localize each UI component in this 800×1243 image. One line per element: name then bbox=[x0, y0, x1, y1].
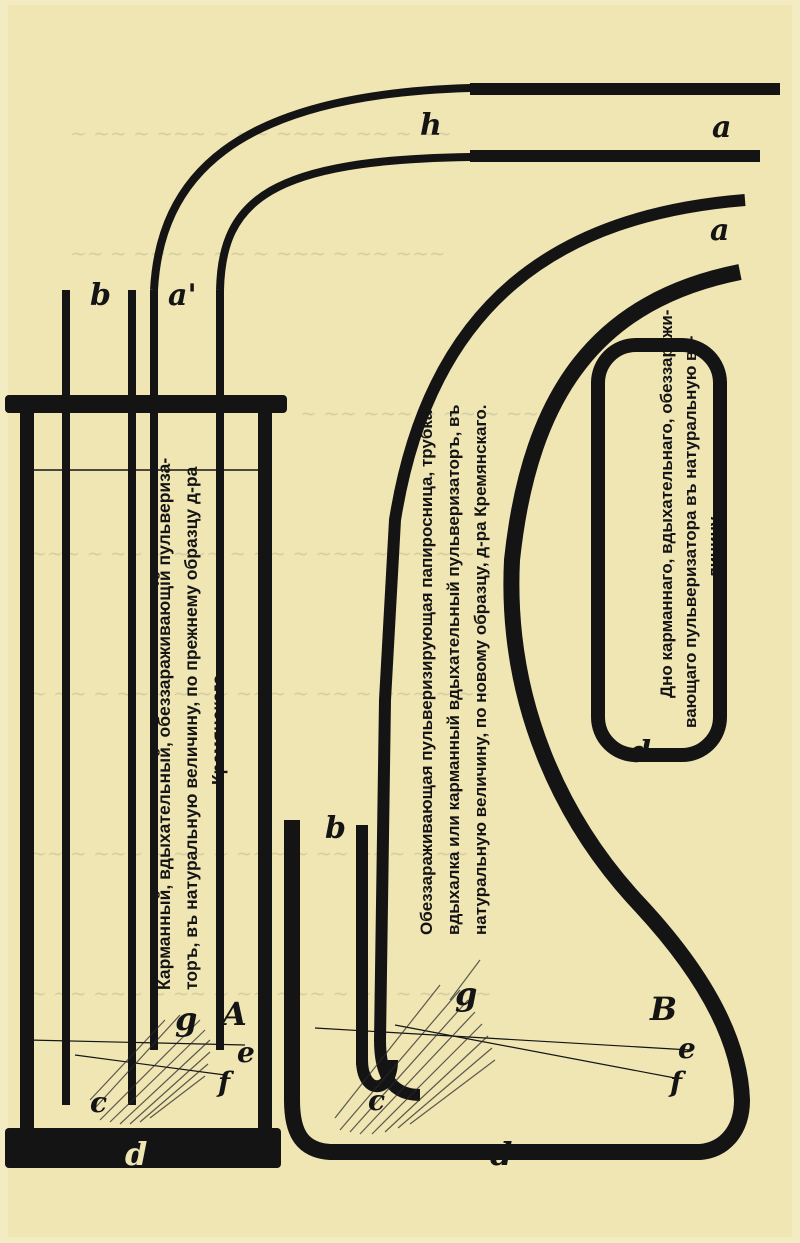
tube-inner-left bbox=[128, 290, 136, 1105]
caption-left-line-1: Карманный, вдыхательный, обеззараживающі… bbox=[154, 458, 174, 990]
label-a-top: a bbox=[712, 110, 731, 145]
caption-middle-line-1: Обеззараживающая пульверизирующая папиро… bbox=[417, 405, 436, 935]
label-B: B bbox=[649, 990, 677, 1028]
label-d-right: d bbox=[490, 1135, 512, 1173]
label-a-prime: a' bbox=[168, 278, 197, 313]
right-pulverizer-B bbox=[284, 83, 780, 1160]
label-d-left: d bbox=[125, 1135, 147, 1173]
spray-hatch-left bbox=[89, 1014, 211, 1125]
top-tube-a bbox=[470, 150, 760, 162]
tube-b-left bbox=[62, 290, 70, 1105]
tube-a-prime-outer bbox=[216, 290, 224, 1050]
label-c-left: c bbox=[90, 1086, 107, 1119]
label-a-mid: a bbox=[710, 213, 729, 248]
tube-b-right bbox=[356, 825, 368, 1065]
caption-right-line-1: Дно карманнаго, вдыхательнаго, обеззараж… bbox=[657, 310, 676, 698]
label-d-plate: d bbox=[630, 735, 651, 770]
top-tube-h bbox=[470, 83, 780, 95]
label-e-right: e bbox=[678, 1032, 696, 1065]
outer-wall-right bbox=[258, 412, 272, 1142]
tube-a-prime-curve-inner bbox=[216, 153, 530, 291]
caption-right-line-3: личину. bbox=[705, 513, 724, 578]
tube-a-prime bbox=[150, 290, 158, 1050]
label-c-right: c bbox=[368, 1084, 385, 1117]
outer-wall-left bbox=[20, 412, 34, 1142]
svg-text:~~ ~ ~~~ ~ ~~ ~ ~~~ ~ ~~ ~~~: ~~ ~ ~~~ ~ ~~ ~ ~~~ ~ ~~ ~~~ bbox=[70, 241, 446, 265]
label-g-left: g bbox=[175, 1000, 197, 1038]
caption-right-line-2: вающаго пульверизатора въ натуральную ве… bbox=[681, 336, 700, 728]
line-f-right bbox=[394, 1024, 676, 1079]
label-A: A bbox=[219, 995, 247, 1033]
line-f-left bbox=[74, 1054, 226, 1076]
caption-right: Дно карманнаго, вдыхательнаго, обеззараж… bbox=[657, 310, 724, 728]
label-e-left: e bbox=[237, 1036, 255, 1069]
left-pulverizer-A bbox=[5, 84, 530, 1168]
spray-hatch-right bbox=[334, 959, 496, 1135]
caption-middle-line-2: вдыхалка или карманный вдыхательный пуль… bbox=[444, 405, 463, 935]
tube-a-prime-curve bbox=[150, 84, 530, 291]
caption-middle: Обеззараживающая пульверизирующая папиро… bbox=[417, 405, 490, 935]
label-b-mid: b bbox=[325, 811, 346, 846]
caption-left: Карманный, вдыхательный, обеззараживающі… bbox=[154, 458, 228, 990]
outer-curve-shell bbox=[284, 264, 751, 1160]
label-b-left: b bbox=[90, 278, 111, 313]
lid bbox=[5, 395, 287, 413]
bottom-d-left bbox=[5, 1128, 281, 1168]
caption-left-line-2: торъ, въ натуральную величину, по прежне… bbox=[181, 466, 201, 990]
bottom-plate-outline bbox=[591, 338, 727, 762]
label-g-right: g bbox=[455, 975, 477, 1013]
line-e-left bbox=[27, 1039, 246, 1046]
line-e-right bbox=[314, 1027, 691, 1051]
label-h: h bbox=[420, 108, 442, 143]
caption-left-line-3: Кремянскаго. bbox=[208, 670, 228, 785]
caption-middle-line-3: натуральную величину, по новому образцу,… bbox=[471, 405, 490, 935]
